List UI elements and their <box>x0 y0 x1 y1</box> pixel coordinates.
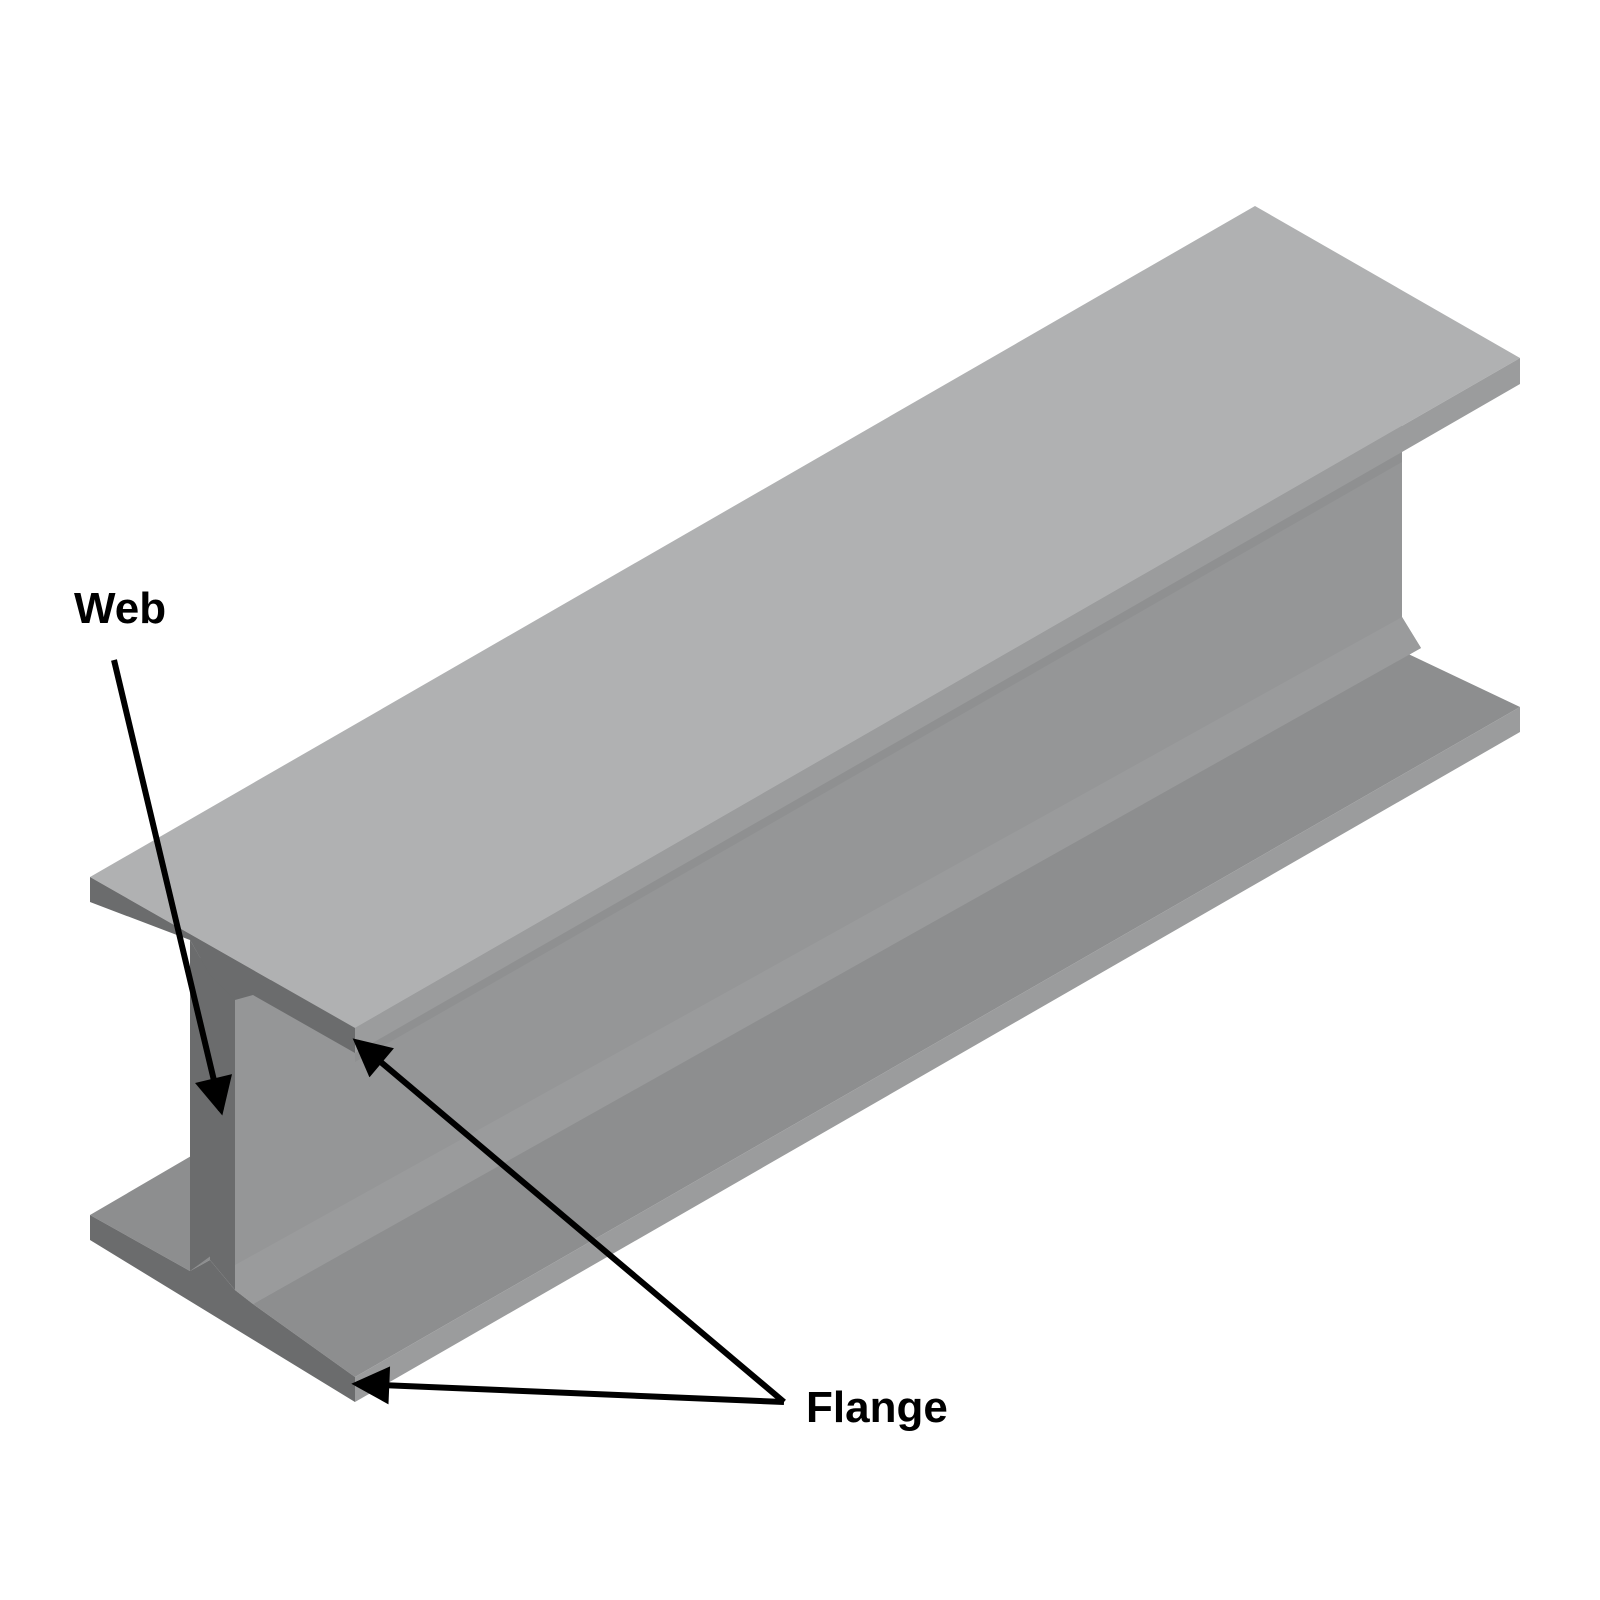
web-arrow <box>111 659 233 1116</box>
i-beam <box>90 206 1520 1402</box>
flange-arrow-bottom <box>351 1366 785 1405</box>
top-flange-long-edge <box>355 358 1520 1053</box>
top-flange-underside <box>355 452 1402 1062</box>
web-end-face <box>195 955 253 1290</box>
flange-label: Flange <box>806 1383 948 1432</box>
bottom-flange-top-face <box>90 1145 210 1271</box>
web-label: Web <box>74 584 166 633</box>
top-flange-top-face <box>90 206 1520 1028</box>
flange-arrow-top <box>352 1038 786 1405</box>
callouts: Web Flange <box>74 584 948 1432</box>
bottom-flange-top-face-far <box>253 651 1520 1377</box>
web-fillet-strip <box>235 617 1421 1304</box>
top-flange-end-face <box>90 877 355 1053</box>
bottom-flange-end-face <box>90 1215 355 1402</box>
bottom-flange-long-edge <box>355 707 1520 1402</box>
